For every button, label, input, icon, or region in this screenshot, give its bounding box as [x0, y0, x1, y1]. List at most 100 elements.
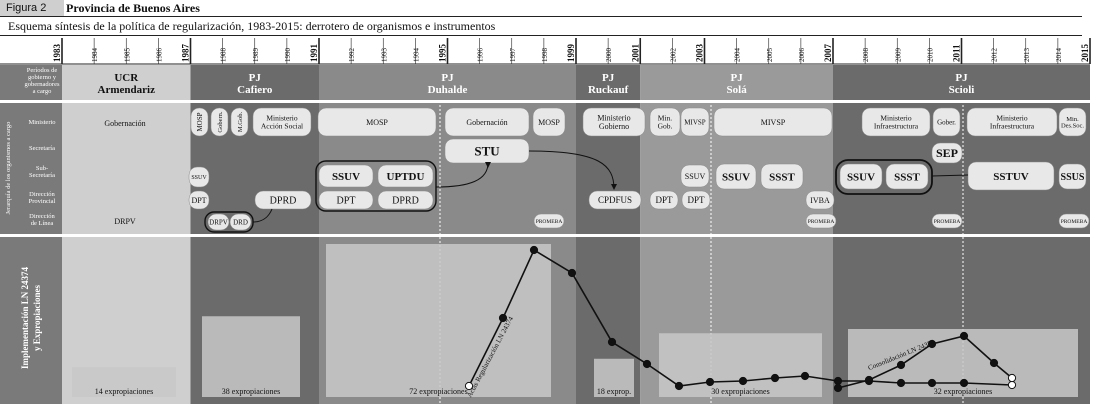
year-label-1988: 1988: [220, 48, 228, 63]
min-gober-scioli-box: [932, 107, 961, 137]
min-mosp-duhalde-2: MOSP: [538, 118, 560, 127]
dp-dpt-duhalde-box: [318, 190, 374, 210]
min-infraestructura-scioli-box: [861, 107, 931, 137]
min-mgob-cafiero-box: [230, 107, 249, 137]
sub-ssuv-duhalde: SSUV: [332, 171, 360, 183]
min-mivsp-sola-box: [680, 107, 710, 137]
line-point-22: [989, 358, 999, 368]
dl-promeba-scioli-2: PROMEBA: [1061, 219, 1088, 225]
row-label-secretaria: Secretaría: [29, 145, 55, 152]
line-point-19: [896, 360, 906, 370]
year-label-2012: 2012: [991, 48, 999, 63]
year-label-2000: 2000: [605, 48, 613, 63]
dl-promeba-scioli: PROMEBA: [934, 219, 961, 225]
expropiacion-label-4: 30 expropiaciones: [711, 387, 769, 396]
period-party-armendariz: UCR: [114, 72, 139, 84]
min-infraestructura-scioli-2-l1: Infraestructura: [990, 122, 1035, 131]
dp-dpt-duhalde: DPT: [337, 196, 356, 207]
dp-dpt-sola-2: DPT: [687, 195, 705, 205]
period-governor-cafiero: Cafiero: [237, 84, 273, 96]
expropiacion-bar-1: [202, 316, 300, 397]
row-label-subsecretaria: Secretaría: [29, 172, 55, 179]
sub-ssst-scioli-box: [885, 163, 929, 190]
expropiacion-label-5: 32 expropiaciones: [934, 387, 992, 396]
line-point-10: [800, 371, 810, 381]
year-label-2004: 2004: [734, 48, 742, 63]
min-infraestructura-scioli: Ministerio: [880, 114, 911, 123]
dl-drd-cafiero-box: [229, 213, 252, 231]
row-label-direccion-provincial: Provincial: [29, 198, 56, 205]
min-dessoc-scioli-box: [1058, 107, 1087, 137]
min-mosp-duhalde-2-box: [532, 107, 566, 137]
line-point-6: [674, 381, 684, 391]
line-point-3: [567, 268, 577, 278]
arrowhead-cpdfus: [611, 184, 617, 190]
sub-ssuv-cafiero: SSUV: [191, 175, 207, 181]
row-label-direccion-linea: de Línea: [31, 220, 54, 227]
min-gob-sola-box: [649, 107, 681, 137]
line-point-11: [833, 376, 843, 386]
expropiacion-label-3: 18 exprop.: [597, 387, 631, 396]
min-gobern-cafiero: Gobern.: [217, 111, 224, 132]
row-label-periods: gobernadores: [24, 81, 59, 88]
arrow-stu-to-cpdfus: [528, 150, 615, 190]
dl-drpv-cafiero-box: [207, 213, 230, 231]
expropiacion-label-0: 14 expropiaciones: [95, 387, 153, 396]
dp-dpt-sola-box: [649, 190, 679, 210]
dp-dprd-duhalde: DPRD: [392, 196, 419, 207]
min-mosp-cafiero-box: [190, 107, 209, 137]
dl-promeba-scioli-box: [931, 213, 963, 229]
top-rule: [0, 16, 1082, 17]
separator-implementation: [0, 234, 1090, 237]
row-label-implementacion-2: y Expropiaciones: [32, 284, 42, 351]
year-label-2007: 2007: [823, 44, 833, 63]
dl-promeba-duhalde: PROMEBA: [536, 219, 563, 225]
line-point-20: [927, 339, 937, 349]
period-party-ruckauf: PJ: [602, 72, 615, 84]
sub-ssuv-sola-2-box: [715, 163, 757, 190]
sub-sstuv-scioli: SSTUV: [993, 171, 1029, 183]
expropiacion-bar-4: [659, 333, 822, 397]
line-point-23: [1007, 373, 1017, 383]
row-label-subsecretaria: Sub-: [36, 165, 48, 172]
year-label-2013: 2013: [1023, 48, 1031, 63]
sec-sep-box: [931, 142, 963, 164]
line-point-4: [607, 337, 617, 347]
min-gob-sola: Min.: [658, 114, 673, 123]
subtitle-rule: [0, 35, 1082, 36]
dl-promeba-sola-box: [805, 213, 837, 229]
group-scioli-bracket: [835, 159, 933, 195]
min-mivsp-sola-2-box: [713, 107, 833, 137]
line-point-8: [738, 376, 748, 386]
period-party-duhalde: PJ: [441, 72, 454, 84]
min-mosp-duhalde-box: [317, 107, 437, 137]
dp-cpdfus-box: [588, 190, 642, 210]
line-point-13: [896, 378, 906, 388]
figure-label: Figura 2: [0, 0, 64, 16]
row-label-ministerio: Ministerio: [28, 119, 55, 126]
min-mosp-duhalde: MOSP: [366, 118, 388, 127]
min-accion-social: Ministerio: [266, 114, 297, 123]
link-scioli-sstuv: [931, 174, 969, 177]
line-point-17: [833, 383, 843, 393]
min-gobern-cafiero-box: [210, 107, 229, 137]
year-label-1983: 1983: [52, 44, 62, 63]
period-governor-scioli: Scioli: [949, 84, 975, 96]
year-label-2001: 2001: [630, 44, 640, 63]
expropiacion-bar-2: [326, 244, 551, 397]
sub-ssuv-duhalde-box: [318, 164, 374, 188]
row-label-periods: Períodos de: [27, 67, 58, 74]
group-duhalde-bracket: [315, 160, 437, 212]
year-label-1986: 1986: [155, 48, 163, 63]
line-point-16: [1007, 380, 1017, 390]
line-point-21: [959, 331, 969, 341]
year-label-2006: 2006: [798, 48, 806, 63]
year-label-1999: 1999: [566, 44, 576, 63]
row-label-implementacion-1: Implementación LN 24374: [20, 267, 30, 369]
year-label-1996: 1996: [477, 48, 485, 63]
line-point-1: [498, 313, 508, 323]
year-label-2011: 2011: [952, 44, 962, 62]
arrowhead-stu: [485, 162, 491, 168]
row-label-jerarquia: Jerarquía de los organismos a cargo: [5, 122, 12, 215]
